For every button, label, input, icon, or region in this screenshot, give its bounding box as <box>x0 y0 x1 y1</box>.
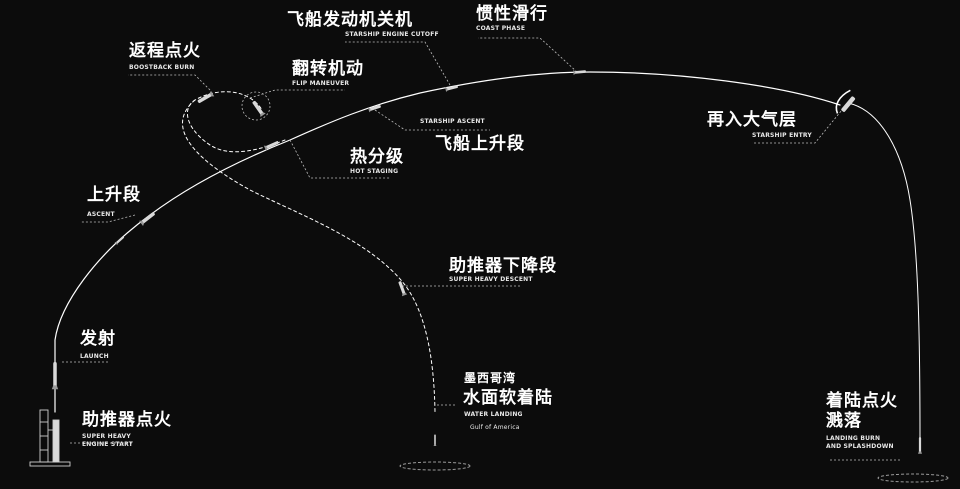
label-hot-staging: 热分级 <box>350 147 404 167</box>
leader-flip <box>249 89 345 99</box>
label-landing-burn-en-1: LANDING BURN <box>826 435 881 442</box>
descent-booster <box>396 280 408 297</box>
water-landing-booster <box>433 434 437 447</box>
label-entry-en: STARSHIP ENTRY <box>752 132 812 139</box>
booster-descent-trajectory <box>182 99 436 413</box>
label-entry: 再入大气层 <box>707 110 797 130</box>
ascent-vehicle-low <box>114 235 126 246</box>
leader-coast <box>478 37 578 73</box>
leader-entry <box>752 104 847 144</box>
label-landing-burn-en-2: AND SPLASHDOWN <box>826 443 894 450</box>
label-boostback-en: BOOSTBACK BURN <box>129 64 195 71</box>
leader-boostback <box>128 74 211 91</box>
launch-rocket <box>51 362 59 390</box>
launch-tower <box>29 409 71 467</box>
label-flip: 翻转机动 <box>292 59 364 79</box>
label-descent: 助推器下降段 <box>449 256 557 276</box>
leader-engine-cutoff <box>345 41 451 86</box>
label-engine-cutoff: 飞船发动机关机 <box>287 10 413 30</box>
leader-ascent <box>80 214 136 223</box>
label-launch-en: LAUNCH <box>80 353 109 360</box>
label-ascent-en: ASCENT <box>87 211 115 218</box>
ascent-trajectory <box>54 71 841 413</box>
leader-starship-ascent <box>374 109 490 131</box>
label-gulf: 墨西哥湾 <box>464 371 517 385</box>
leader-hot-staging <box>289 139 390 179</box>
boostback-loop <box>187 91 286 153</box>
label-boostback: 返程点火 <box>129 41 201 61</box>
label-flip-en: FLIP MANEUVER <box>292 80 350 87</box>
water-splash-ocean <box>877 473 949 483</box>
trajectory-lines <box>54 71 921 441</box>
entry-trajectory <box>847 102 921 441</box>
label-hot-staging-en: HOT STAGING <box>350 168 399 175</box>
leader-lines <box>62 37 900 461</box>
label-booster-ignition-en-2: ENGINE START <box>82 441 133 448</box>
label-coast-en: COAST PHASE <box>476 25 526 32</box>
label-water-landing: 水面软着陆 <box>463 388 553 408</box>
label-booster-ignition-en-1: SUPER HEAVY <box>82 433 131 440</box>
water-splash-gulf <box>399 461 471 471</box>
landing-ship <box>918 437 922 454</box>
flip-maneuver-ring <box>241 91 271 121</box>
label-launch: 发射 <box>80 329 116 349</box>
label-gulf-en: Gulf of America <box>470 424 520 431</box>
flip-booster <box>250 99 266 118</box>
coast-vehicle <box>573 69 587 75</box>
label-descent-en: SUPER HEAVY DESCENT <box>449 276 533 283</box>
label-starship-ascent-en: STARSHIP ASCENT <box>420 118 485 125</box>
ascent-vehicle <box>139 210 157 226</box>
label-coast: 惯性滑行 <box>476 4 548 24</box>
entry-ship <box>835 89 856 114</box>
splashes <box>399 461 949 483</box>
label-booster-ignition: 助推器点火 <box>82 410 172 430</box>
label-splashdown: 溅落 <box>826 411 862 431</box>
label-water-landing-en: WATER LANDING <box>464 411 523 418</box>
label-ascent: 上升段 <box>87 185 141 205</box>
label-engine-cutoff-en: STARSHIP ENGINE CUTOFF <box>345 31 439 38</box>
label-landing-burn: 着陆点火 <box>826 391 898 411</box>
label-starship-ascent: 飞船上升段 <box>435 134 525 154</box>
